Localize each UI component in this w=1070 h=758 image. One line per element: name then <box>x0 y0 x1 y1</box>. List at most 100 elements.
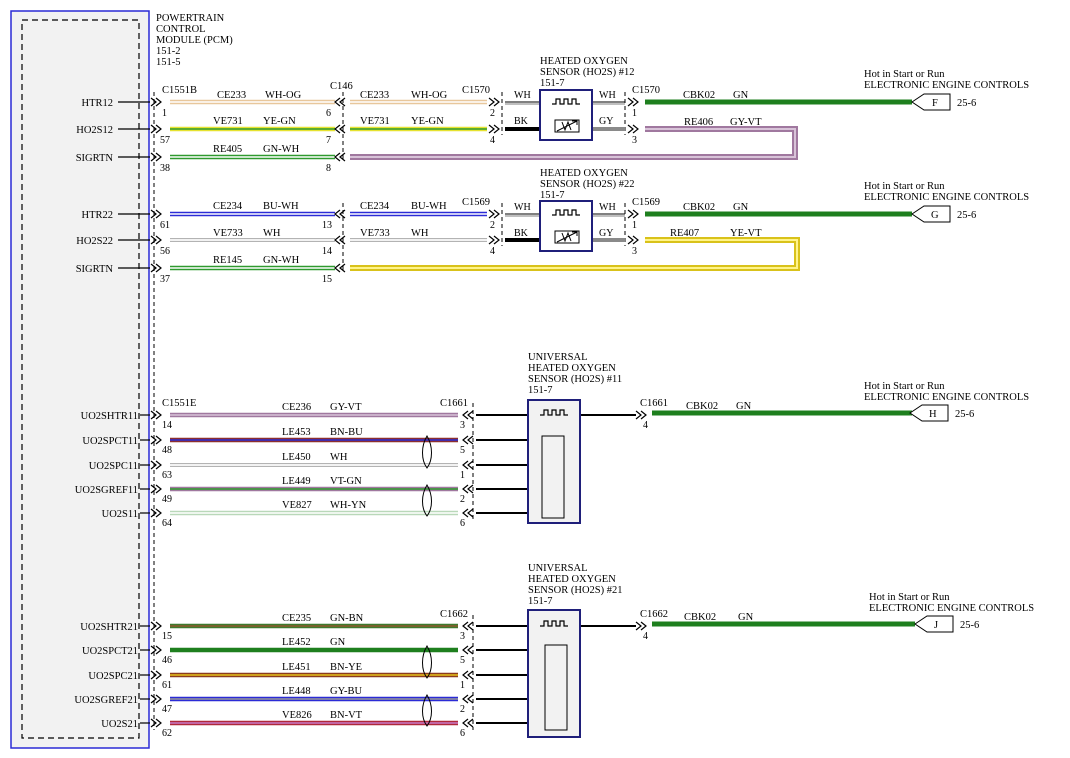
svg-text:3: 3 <box>460 420 465 431</box>
svg-text:CE233: CE233 <box>217 90 246 101</box>
wire-ve827: VE827 WH-YN <box>170 500 458 516</box>
svg-text:38: 38 <box>160 163 170 174</box>
wire-le448: LE448 GY-BU <box>170 686 458 702</box>
pin-label-uo2sgref21: UO2SGREF21 <box>74 695 138 706</box>
uho2s11-circuit: C1551E C1661 C1661 CE236 GY-VT LE453 BN-… <box>162 352 912 529</box>
svg-text:CBK02: CBK02 <box>684 612 716 623</box>
svg-text:CBK02: CBK02 <box>686 401 718 412</box>
svg-text:VE733: VE733 <box>213 228 243 239</box>
svg-text:POWERTRAIN: POWERTRAIN <box>156 13 225 24</box>
wire-le451: LE451 BN-YE <box>170 662 458 678</box>
svg-text:6: 6 <box>326 108 331 119</box>
svg-text:HEATED OXYGEN: HEATED OXYGEN <box>540 168 628 179</box>
svg-text:13: 13 <box>322 220 332 231</box>
ho2s12-title: HEATED OXYGEN SENSOR (HO2S) #12 151-7 <box>540 56 635 89</box>
connector-label: C1662 <box>640 609 668 620</box>
svg-text:1: 1 <box>632 108 637 119</box>
svg-text:25-6: 25-6 <box>957 98 976 109</box>
svg-text:GN: GN <box>330 637 346 648</box>
svg-text:37: 37 <box>160 274 170 285</box>
svg-text:ELECTRONIC ENGINE CONTROLS: ELECTRONIC ENGINE CONTROLS <box>864 80 1029 91</box>
svg-text:F: F <box>932 98 938 109</box>
svg-text:VE731: VE731 <box>213 116 243 127</box>
svg-text:SENSOR (HO2S) #22: SENSOR (HO2S) #22 <box>540 179 635 190</box>
wire-cbk02-4: CBK02 GN <box>652 612 915 627</box>
svg-text:151-2: 151-2 <box>156 46 181 57</box>
svg-text:ELECTRONIC ENGINE CONTROLS: ELECTRONIC ENGINE CONTROLS <box>869 603 1034 614</box>
wire-le453: LE453 BN-BU <box>170 427 458 443</box>
svg-text:GN: GN <box>738 612 754 623</box>
svg-text:WH: WH <box>599 90 616 101</box>
svg-text:ELECTRONIC ENGINE CONTROLS: ELECTRONIC ENGINE CONTROLS <box>864 392 1029 403</box>
uho2s21-sensor <box>527 609 581 738</box>
svg-text:CE233: CE233 <box>360 90 389 101</box>
svg-text:VE826: VE826 <box>282 710 312 721</box>
svg-text:CE235: CE235 <box>282 613 311 624</box>
twisted-pair-marks <box>422 645 432 727</box>
connector-label: C1661 <box>440 398 468 409</box>
svg-text:Hot in Start or Run: Hot in Start or Run <box>864 181 945 192</box>
svg-text:UNIVERSAL: UNIVERSAL <box>528 563 588 574</box>
pin-label-uo2sgref11: UO2SGREF11 <box>75 485 138 496</box>
connector-label: C1551B <box>162 85 197 96</box>
svg-text:1: 1 <box>460 680 465 691</box>
svg-text:GN: GN <box>733 90 749 101</box>
svg-text:ELECTRONIC ENGINE CONTROLS: ELECTRONIC ENGINE CONTROLS <box>864 192 1029 203</box>
svg-text:CE234: CE234 <box>213 201 243 212</box>
svg-text:G: G <box>931 210 939 221</box>
svg-text:4: 4 <box>643 420 648 431</box>
svg-text:151-7: 151-7 <box>540 78 565 89</box>
svg-text:VE733: VE733 <box>360 228 390 239</box>
pcm-lead-stubs <box>118 101 150 724</box>
svg-text:CE234: CE234 <box>360 201 390 212</box>
svg-text:CE236: CE236 <box>282 402 311 413</box>
svg-text:BN-VT: BN-VT <box>330 710 363 721</box>
svg-text:LE450: LE450 <box>282 452 311 463</box>
pin-label-htr12: HTR12 <box>82 98 114 109</box>
svg-text:Hot in Start or Run: Hot in Start or Run <box>864 381 945 392</box>
svg-text:HEATED OXYGEN: HEATED OXYGEN <box>528 363 616 374</box>
svg-text:SENSOR (HO2S) #11: SENSOR (HO2S) #11 <box>528 374 622 385</box>
wire-re145: RE145 GN-WH <box>170 255 335 271</box>
svg-text:WH: WH <box>330 452 348 463</box>
pin-label-sigrtn: SIGRTN <box>76 153 114 164</box>
pin-label-htr22: HTR22 <box>82 210 114 221</box>
svg-text:WH: WH <box>263 228 281 239</box>
svg-text:WH-YN: WH-YN <box>330 500 367 511</box>
svg-text:GN-BN: GN-BN <box>330 613 364 624</box>
wire-ce233: CE233 WH-OG <box>170 90 335 105</box>
pin-label-uo2s11: UO2S11 <box>102 509 138 520</box>
svg-text:LE453: LE453 <box>282 427 311 438</box>
svg-text:YE-GN: YE-GN <box>263 116 296 127</box>
svg-text:4: 4 <box>490 246 495 257</box>
svg-text:SENSOR (HO2S) #12: SENSOR (HO2S) #12 <box>540 67 635 78</box>
ho2s22-title: HEATED OXYGEN SENSOR (HO2S) #22 151-7 <box>540 168 635 201</box>
pin-label-uo2shtr11: UO2SHTR11 <box>81 411 138 422</box>
svg-text:HEATED OXYGEN: HEATED OXYGEN <box>540 56 628 67</box>
ho2s22-sensor <box>539 200 593 252</box>
svg-text:15: 15 <box>162 631 172 642</box>
svg-text:BN-BU: BN-BU <box>330 427 363 438</box>
pin-label-uo2spct11: UO2SPCT11 <box>82 436 138 447</box>
uho2s21-circuit: C1662 C1662 CE235 GN-BN LE452 GN LE451 B… <box>162 563 915 739</box>
pin-label-ho2s12: HO2S12 <box>76 125 113 136</box>
twisted-pair-marks <box>422 435 432 517</box>
svg-text:GN-WH: GN-WH <box>263 255 300 266</box>
pin-label-uo2spc11: UO2SPC11 <box>89 461 138 472</box>
wire-ce235: CE235 GN-BN <box>170 613 458 629</box>
pin-label-uo2spct21: UO2SPCT21 <box>82 646 138 657</box>
svg-text:WH-OG: WH-OG <box>265 90 302 101</box>
pcm-title: POWERTRAIN CONTROL MODULE (PCM) 151-2 15… <box>156 13 233 68</box>
svg-text:3: 3 <box>632 246 637 257</box>
svg-text:25-6: 25-6 <box>957 210 976 221</box>
pin-label-sigrtn-2: SIGRTN <box>76 264 114 275</box>
wire-cbk02-3: CBK02 GN <box>652 401 912 416</box>
svg-text:BU-WH: BU-WH <box>263 201 299 212</box>
svg-text:15: 15 <box>322 274 332 285</box>
svg-text:62: 62 <box>162 728 172 739</box>
wire-ve733: VE733 WH <box>170 228 335 242</box>
wire-le449: LE449 VT-GN <box>170 476 458 492</box>
svg-text:4: 4 <box>643 631 648 642</box>
svg-text:5: 5 <box>460 655 465 666</box>
svg-text:14: 14 <box>322 246 332 257</box>
